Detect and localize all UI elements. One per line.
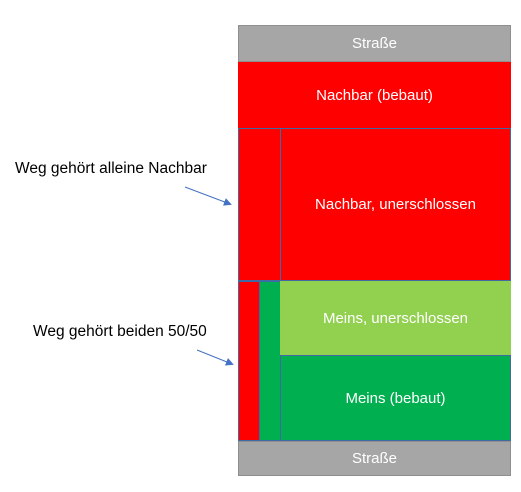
street-top: Straße xyxy=(238,25,511,62)
arrow-to-shared-path xyxy=(196,349,234,366)
mine-unopened-plot: Meins, unerschlossen xyxy=(280,281,511,355)
neighbor-built-label: Nachbar (bebaut) xyxy=(316,86,433,104)
note-path-shared: Weg gehört beiden 50/50 xyxy=(33,323,207,340)
mine-built-plot: Meins (bebaut) xyxy=(280,355,511,441)
street-top-label: Straße xyxy=(351,35,397,52)
street-bottom: Straße xyxy=(238,441,511,476)
neighbor-built-plot: Nachbar (bebaut) xyxy=(238,62,511,128)
neighbor-path-strip xyxy=(238,128,281,281)
mine-built-label: Meins (bebaut) xyxy=(345,389,446,407)
note-path-neighbor: Weg gehört alleine Nachbar xyxy=(15,160,207,177)
street-bottom-label: Straße xyxy=(351,450,397,467)
mine-unopened-label: Meins, unerschlossen xyxy=(322,309,469,327)
neighbor-unopened-label: Nachbar, unerschlossen xyxy=(315,196,476,213)
neighbor-unopened-area: Nachbar, unerschlossen xyxy=(280,128,511,281)
arrow-to-neighbor-path xyxy=(184,186,232,206)
shared-path-neighbor-half xyxy=(238,281,260,441)
shared-path-mine-half xyxy=(259,281,281,441)
